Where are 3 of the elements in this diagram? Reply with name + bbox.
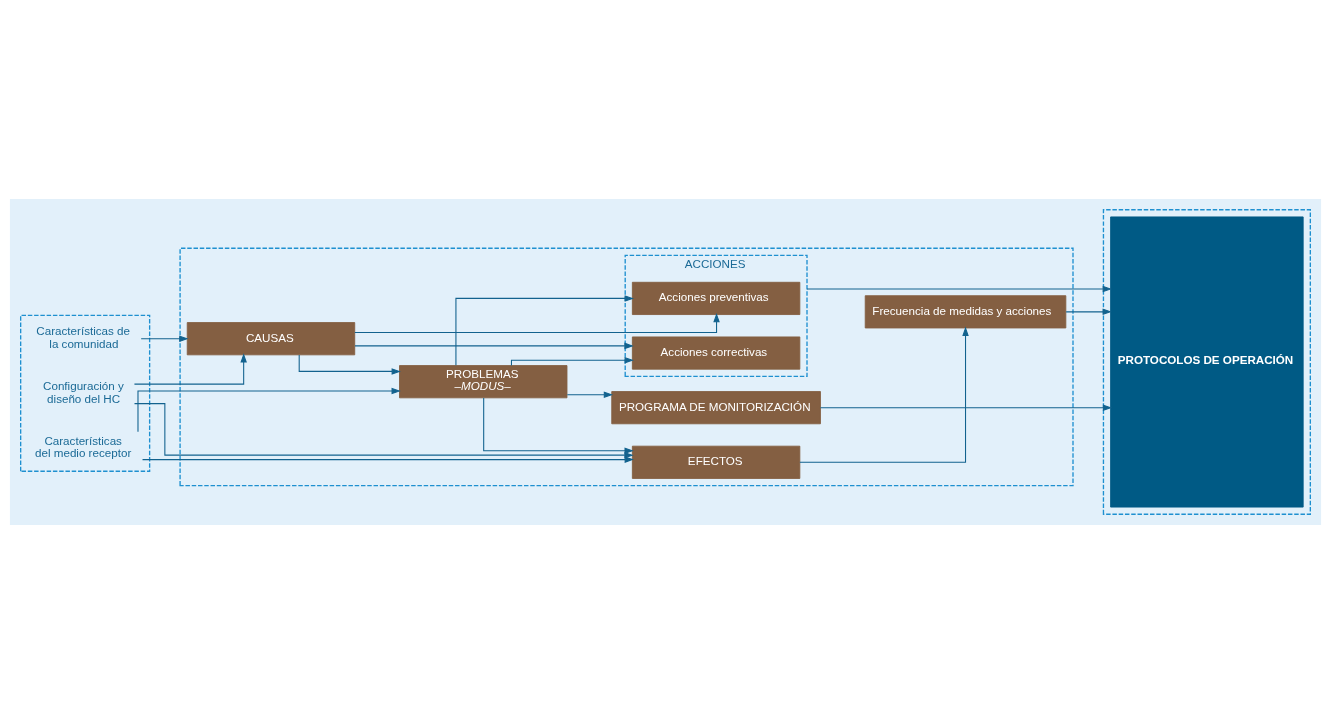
node-text: Características del medio receptor [34,433,132,460]
node-text: Características de la comunidad [36,324,131,351]
node-text: Configuración y diseño del HC [43,379,124,405]
